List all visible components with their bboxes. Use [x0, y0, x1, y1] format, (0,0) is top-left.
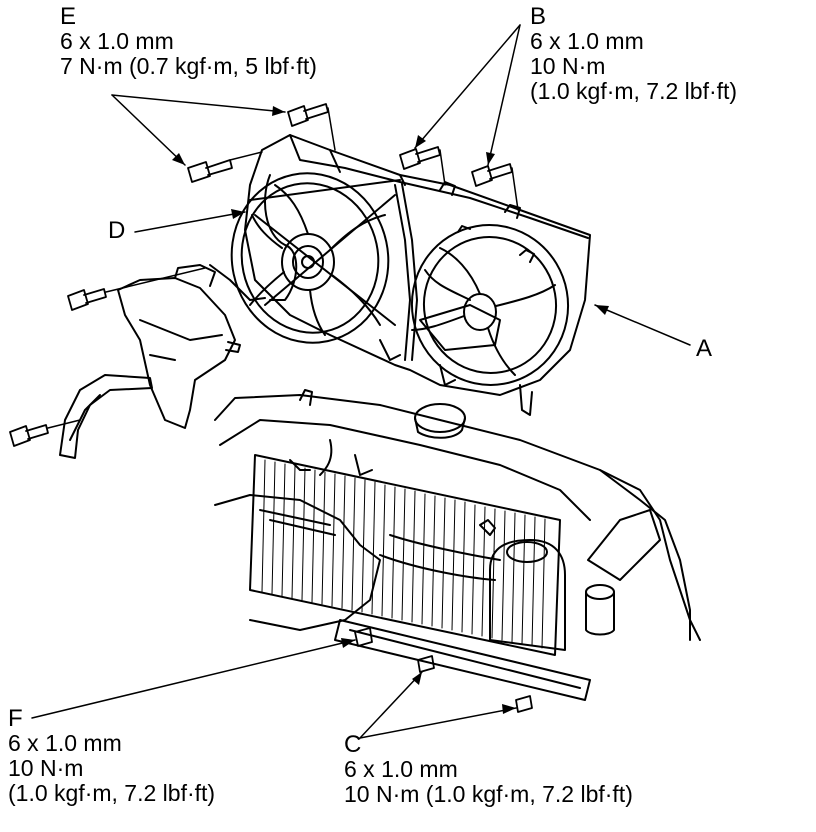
- callout-b-size: 6 x 1.0 mm: [530, 28, 644, 54]
- callout-c-size: 6 x 1.0 mm: [344, 756, 458, 782]
- bolt-tank: [67, 288, 107, 311]
- callout-d-letter: D: [108, 217, 126, 244]
- arrowheads: [172, 106, 609, 714]
- bolt-b-1: [399, 146, 441, 170]
- callout-e: E 6 x 1.0 mm 7 N·m (0.7 kgf·m, 5 lbf·ft): [60, 4, 317, 79]
- callout-f-size: 6 x 1.0 mm: [8, 730, 122, 756]
- callout-e-size: 6 x 1.0 mm: [60, 28, 174, 54]
- callout-f-letter: F: [8, 705, 23, 732]
- callout-f-torque-alt: (1.0 kgf·m, 7.2 lbf·ft): [8, 780, 216, 806]
- bolt-e-1: [187, 159, 233, 183]
- leader-lines: [31, 24, 691, 739]
- reserve-tank: [117, 264, 241, 429]
- bolt-f: [354, 627, 373, 647]
- callout-c: C 6 x 1.0 mm 10 N·m (1.0 kgf·m, 7.2 lbf·…: [344, 732, 633, 807]
- engine-bay: [214, 389, 701, 701]
- bolt-bracket: [9, 424, 49, 447]
- callout-b-torque: 10 N·m: [530, 53, 606, 79]
- fan-shroud-assembly: [209, 134, 591, 416]
- callout-b-letter: B: [530, 3, 547, 30]
- callout-a-letter: A: [696, 335, 713, 362]
- callout-e-torque: 7 N·m (0.7 kgf·m, 5 lbf·ft): [60, 53, 317, 79]
- bracket: [59, 374, 153, 459]
- callout-f-torque: 10 N·m: [8, 755, 84, 781]
- callout-e-letter: E: [60, 3, 77, 30]
- bolts: [9, 103, 533, 713]
- callout-f: F 6 x 1.0 mm 10 N·m (1.0 kgf·m, 7.2 lbf·…: [8, 706, 215, 806]
- bolt-c-1: [417, 655, 435, 673]
- bolt-b-2: [471, 163, 513, 187]
- bolt-c-2: [515, 695, 533, 713]
- callout-b: B 6 x 1.0 mm 10 N·m (1.0 kgf·m, 7.2 lbf·…: [530, 4, 737, 104]
- callout-c-letter: C: [344, 731, 362, 758]
- callout-b-torque-alt: (1.0 kgf·m, 7.2 lbf·ft): [530, 78, 738, 104]
- bolt-e-2: [287, 103, 329, 127]
- callout-c-torque: 10 N·m (1.0 kgf·m, 7.2 lbf·ft): [344, 781, 633, 807]
